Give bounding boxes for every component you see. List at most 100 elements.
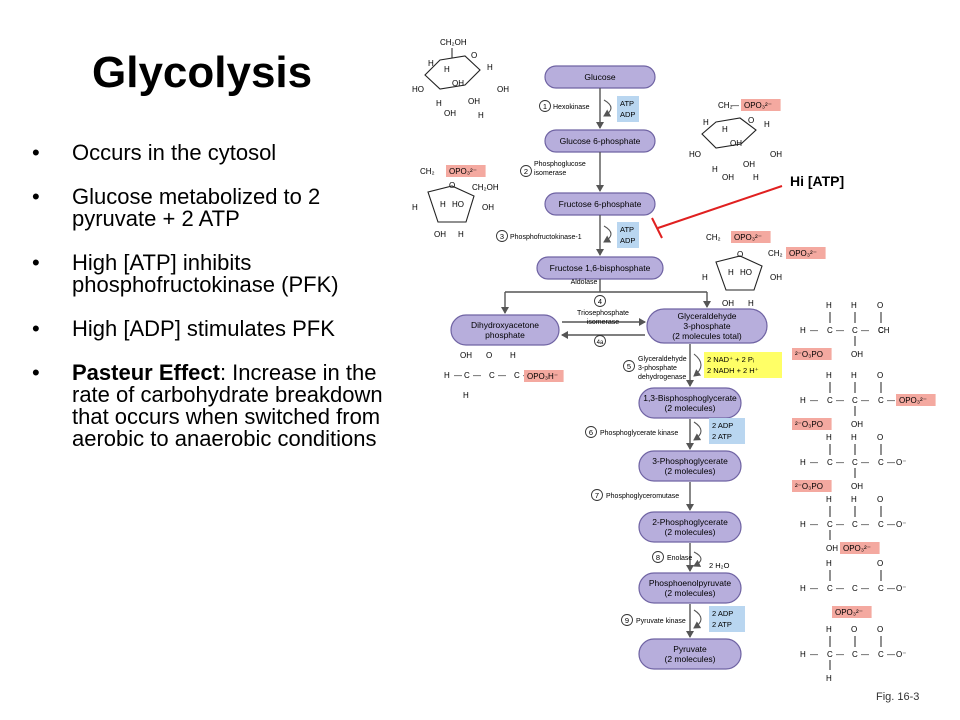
chain-atom: H [826,301,832,310]
phosphate-label: ²⁻O₃PO [795,350,823,359]
step-number-text: 7 [595,491,599,500]
compound-name: Glucose [584,72,615,82]
chain-atom: H [851,495,857,504]
ring-atom: OH [482,203,494,212]
phosphate-fill [524,370,564,382]
step-number: 8 [652,551,664,563]
chain-atom: C [852,396,858,405]
step-circle [594,335,606,347]
bullet-item: Pasteur Effect: Increase in the rate of … [30,362,410,450]
ring-atom: CH₂ [420,167,435,176]
bond: — [810,520,818,529]
chain-atom: O [486,351,492,360]
enzyme-name: Glyceraldehyde [638,356,687,363]
cofactor-arrow [693,609,702,629]
cofactor-text: 2 ATP [712,432,732,441]
step-number-text: 9 [625,616,629,625]
compound-box [638,387,742,419]
bullet-item: High [ATP] inhibits phosphofructokinase … [30,252,410,296]
phosphate-label: OPO₃²⁻ [734,233,762,242]
bond: — [810,326,818,335]
step-circle [623,360,635,372]
figure-caption: Fig. 16-3 [876,691,919,703]
ring-atom: H [412,203,418,212]
bond: — [861,396,869,405]
ring-atom: CH₂OH [440,38,467,47]
bond: — [887,650,895,659]
compound-name: phosphate [485,330,525,340]
cofactor-arrow [693,421,702,441]
ring-atom: H [436,99,442,108]
compound-box [646,308,768,344]
ring-atom: CH₂ [768,249,783,258]
ring-atom: H [748,299,754,308]
enzyme-name: isomerase [534,170,566,177]
compound-box [638,638,742,670]
bond: — [887,520,895,529]
ring-atom: H [458,230,464,239]
chain-atom: H [826,674,832,683]
cofactor-arrow [603,99,612,117]
step-number: 5 [623,360,635,372]
phosphate-fill [792,480,832,492]
chain-atom: O⁻ [896,650,906,659]
bond: — [861,458,869,467]
slide-title: Glycolysis [92,48,313,97]
enzyme-name: Phosphofructokinase-1 [510,234,582,241]
phosphate-label: ²⁻O₃PO [795,482,823,491]
chain-atom: H [826,625,832,634]
bullet-text: High [ATP] inhibits phosphofructokinase … [72,250,339,297]
cofactor-arrow [693,551,702,567]
step-circle [591,489,603,501]
bond: — [836,326,844,335]
phosphate-group: OPO₃²⁻ [741,99,781,111]
compound-name: Fructose 6-phosphate [559,199,642,209]
chain-atom: C [852,584,858,593]
chain-atom: O⁻ [896,584,906,593]
compound-name: (2 molecules) [664,588,715,598]
ring-atom: OH [452,79,464,88]
cofactor-text: 2 ATP [712,620,732,629]
step-number: 4a [594,335,606,347]
ring-atom: HO [740,268,752,277]
phosphate-label: OPO₃²⁻ [899,396,927,405]
enzyme-name: Pyruvate kinase [636,618,686,625]
compound-name: 3-Phosphoglycerate [652,456,728,466]
cofactor-arrow [603,225,612,243]
enzyme-name: Phosphoglucose [534,161,586,168]
compound-box [450,314,560,346]
ring-atom: H [478,111,484,120]
chain-atom: C [878,326,884,335]
ring-atom: H [728,268,734,277]
ring-atom: O [748,116,754,125]
step-circle [520,165,532,177]
cofactor-text: ATP [620,99,634,108]
phosphate-group: ²⁻O₃PO [792,480,832,492]
bullet-text: Glucose metabolized to 2 pyruvate + 2 AT… [72,184,321,231]
compound-name: 1,3-Bisphosphoglycerate [643,393,737,403]
compound-name: Dihydroxyacetone [471,320,539,330]
cofactor-box: 2 NAD⁺ + 2 Pᵢ2 NADH + 2 H⁺ [704,352,782,378]
chain-atom: H [851,371,857,380]
ring-atom: H [702,273,708,282]
compound-pep: Phosphoenolpyruvate(2 molecules) [638,572,742,604]
chain-atom: O [877,371,883,380]
bond: — [731,101,739,110]
chain-atom: C [827,650,833,659]
ring-atom: H [753,173,759,182]
step-number-text: 6 [589,428,593,437]
chain-atom: OH [826,544,838,553]
pep-structure: H—C—HC—CO—O⁻ [800,559,906,593]
phosphate-label: OPO₃²⁻ [789,249,817,258]
bond: — [836,396,844,405]
bond: — [836,458,844,467]
bond: — [887,396,895,405]
step-number: 3 [496,230,508,242]
step-number: 4 [594,295,606,307]
